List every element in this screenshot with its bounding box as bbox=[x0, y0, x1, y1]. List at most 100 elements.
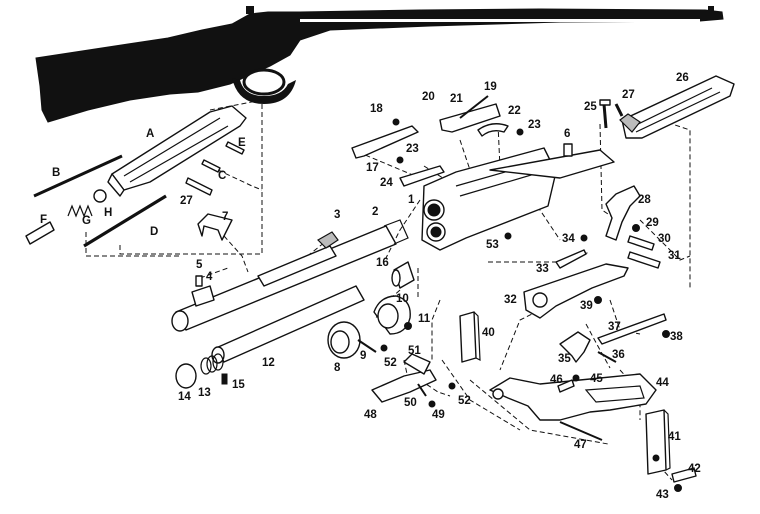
label-31: 31 bbox=[668, 250, 681, 262]
label-16: 16 bbox=[376, 257, 389, 269]
label-6: 6 bbox=[564, 128, 570, 140]
label-29: 29 bbox=[646, 217, 659, 229]
part-44-lever bbox=[489, 373, 657, 421]
part-18-screw bbox=[392, 118, 400, 126]
label-10: 10 bbox=[396, 293, 409, 305]
part-13-spring bbox=[200, 353, 224, 375]
label-43: 43 bbox=[656, 489, 669, 501]
part-9-screw bbox=[357, 339, 377, 353]
part-D-rod bbox=[83, 194, 167, 248]
label-14: 14 bbox=[178, 391, 191, 403]
part-8-ring bbox=[327, 321, 361, 359]
part-26-bolt bbox=[619, 75, 735, 139]
label-8: 8 bbox=[334, 362, 341, 374]
label-27b: 27 bbox=[622, 89, 635, 101]
part-10-band bbox=[373, 295, 411, 335]
part-C-pin bbox=[201, 159, 221, 173]
part-F-extractor bbox=[25, 221, 55, 245]
label-23a: 23 bbox=[528, 119, 541, 131]
label-44: 44 bbox=[656, 377, 669, 389]
part-34-screw bbox=[580, 234, 588, 242]
part-1-receiver bbox=[421, 147, 615, 251]
label-1: 1 bbox=[408, 194, 415, 206]
label-21: 21 bbox=[450, 93, 463, 105]
label-3: 3 bbox=[334, 209, 340, 221]
label-18: 18 bbox=[370, 103, 383, 115]
part-4-sight bbox=[191, 285, 215, 307]
label-B: B bbox=[52, 167, 60, 179]
part-2-tube bbox=[171, 219, 409, 332]
label-42: 42 bbox=[688, 463, 701, 475]
part-48-link bbox=[371, 369, 437, 403]
part-42-pin bbox=[671, 467, 697, 483]
part-52-screw-b bbox=[448, 382, 456, 390]
part-16-sleeve bbox=[391, 261, 415, 289]
label-C: C bbox=[218, 170, 226, 182]
label-D: D bbox=[150, 226, 158, 238]
part-29-screw bbox=[632, 224, 640, 232]
label-22: 22 bbox=[508, 105, 521, 117]
label-4: 4 bbox=[206, 271, 213, 283]
label-32: 32 bbox=[504, 294, 517, 306]
part-27-pin-b bbox=[614, 103, 624, 117]
label-49: 49 bbox=[432, 409, 445, 421]
label-H: H bbox=[104, 207, 112, 219]
part-28-hammer bbox=[605, 185, 641, 241]
part-22-clip bbox=[477, 123, 509, 137]
part-17-ejector bbox=[351, 125, 419, 159]
part-14-cap bbox=[175, 363, 197, 389]
label-28: 28 bbox=[638, 194, 651, 206]
part-38-screw bbox=[662, 330, 670, 338]
label-47: 47 bbox=[574, 439, 587, 451]
part-35-trigger bbox=[559, 331, 591, 363]
label-F: F bbox=[40, 214, 47, 226]
label-48: 48 bbox=[364, 409, 377, 421]
label-50: 50 bbox=[404, 397, 417, 409]
label-11: 11 bbox=[418, 313, 431, 325]
part-46-pin bbox=[557, 379, 575, 393]
label-30: 30 bbox=[658, 233, 671, 245]
part-G-spring bbox=[67, 204, 93, 218]
part-41-block bbox=[645, 409, 671, 475]
label-A: A bbox=[146, 128, 154, 140]
part-31-pin bbox=[627, 251, 661, 269]
part-43-screw bbox=[674, 484, 682, 492]
part-47-rod bbox=[559, 421, 603, 441]
label-38: 38 bbox=[670, 331, 683, 343]
part-50-pin bbox=[417, 383, 427, 397]
label-9: 9 bbox=[360, 350, 366, 362]
label-7: 7 bbox=[222, 211, 228, 223]
part-33-spring bbox=[555, 249, 587, 269]
label-20: 20 bbox=[422, 91, 435, 103]
label-46: 46 bbox=[550, 374, 563, 386]
label-2: 2 bbox=[372, 206, 378, 218]
part-37-spring bbox=[597, 313, 667, 345]
label-12: 12 bbox=[262, 357, 275, 369]
part-25-pin bbox=[599, 99, 611, 129]
label-24: 24 bbox=[380, 177, 393, 189]
part-36-pin bbox=[597, 351, 617, 363]
label-45: 45 bbox=[590, 373, 603, 385]
part-labels: A B C D E F G H 1 2 3 4 5 6 7 8 9 10 11 … bbox=[40, 72, 701, 501]
label-35: 35 bbox=[558, 353, 571, 365]
label-19: 19 bbox=[484, 81, 497, 93]
label-40: 40 bbox=[482, 327, 495, 339]
label-37: 37 bbox=[608, 321, 621, 333]
part-45-screw bbox=[572, 374, 580, 382]
part-6-screw bbox=[563, 143, 573, 157]
label-G: G bbox=[82, 215, 91, 227]
part-53-screw bbox=[504, 232, 512, 240]
label-13: 13 bbox=[198, 387, 211, 399]
label-17: 17 bbox=[366, 162, 379, 174]
part-11-screw bbox=[404, 322, 412, 330]
part-5-screw bbox=[195, 275, 203, 287]
part-32-carrier bbox=[523, 263, 629, 319]
part-E-pin bbox=[225, 141, 245, 155]
part-40-block bbox=[459, 311, 481, 363]
part-B-rod bbox=[33, 154, 123, 198]
label-26: 26 bbox=[676, 72, 689, 84]
part-7-bracket bbox=[197, 213, 233, 241]
part-52-screw-a bbox=[380, 344, 388, 352]
part-A-tang bbox=[107, 105, 247, 197]
